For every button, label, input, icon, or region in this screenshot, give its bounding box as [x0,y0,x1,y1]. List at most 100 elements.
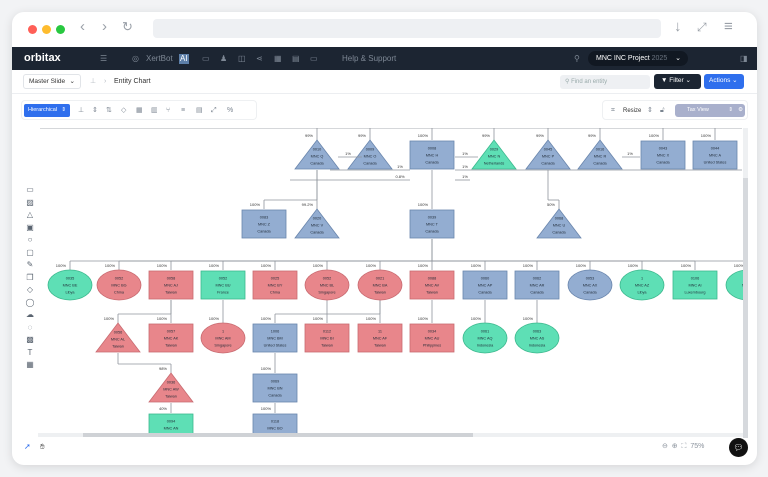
panel-toggle-icon[interactable]: ◨ [740,54,748,63]
spacing-icon[interactable]: ⇕ [92,107,98,114]
entity-code: 0063 [533,330,541,334]
diamond-tool-icon[interactable]: ◇ [26,285,34,294]
entity-node-ellipse [462,322,508,354]
entity-name: MNC BO [267,427,282,431]
zoom-in-icon[interactable]: ⊕ [671,443,678,450]
fullscreen-icon[interactable]: ⛶ [681,443,687,450]
ownership-percent: 100% [157,263,168,268]
breadcrumb-current: Entity Chart [114,78,151,85]
edit-tool-icon[interactable]: ✎ [26,260,34,269]
expand-icon[interactable]: ⤢ [697,20,707,34]
table-icon[interactable]: ▦ [136,107,143,114]
filter-button[interactable]: ▼ Filter ⌄ [654,74,701,89]
ownership-percent: 100% [261,316,272,321]
vertical-scrollbar[interactable] [743,128,748,438]
entity-node-rect [462,270,508,300]
resize-select[interactable]: Resize [623,108,642,114]
entity-node-rect [692,140,738,170]
entity-search-input[interactable]: ⚲ Find an entity [560,75,650,89]
monitor-icon[interactable]: ▭ [310,54,318,63]
menu-icon[interactable]: ≡ [724,18,733,35]
entity-country: Philippines [423,344,441,348]
chat-button[interactable]: 💬︎ [729,438,748,457]
maximize-window-button[interactable] [56,25,65,34]
grid-icon[interactable]: ▦ [274,54,282,63]
vertical-scroll-thumb[interactable] [743,178,748,438]
hand-tool-icon[interactable]: ✋︎ [40,442,45,451]
rectangle-tool-icon[interactable]: ▭ [26,185,34,194]
triangle-tool-icon[interactable]: △ [26,210,34,219]
minimize-window-button[interactable] [42,25,51,34]
org-chart-icon[interactable]: ⊥ [78,107,85,114]
ownership-percent: 100% [261,406,272,411]
list-icon[interactable]: ≡ [181,107,186,114]
stack-tool-icon[interactable]: ❐ [26,272,34,282]
chevron-icon: ⇕ [728,107,733,113]
entity-code: 0036 [167,381,175,385]
close-window-button[interactable] [28,25,37,34]
search-icon[interactable]: ⚲ [574,54,580,63]
users-icon[interactable]: ♟ [220,54,228,63]
zoom-out-icon[interactable]: ⊖ [662,443,668,450]
text-tool-icon[interactable]: T [27,347,33,357]
resize-arrows-icon: ⇕ [647,107,653,114]
xertbot-link[interactable]: XertBot [146,54,173,63]
expand-arrows-icon[interactable]: ⤢ [211,107,217,114]
entity-code: 0057 [167,330,175,334]
percent-toggle[interactable]: % [227,107,234,114]
photo-tool-icon[interactable]: ▩ [26,335,34,344]
lock-icon[interactable]: 🔓︎ [660,107,665,114]
layout-select[interactable]: Hierarchical ⇕ [24,104,70,117]
help-link[interactable]: Help & Support [342,54,397,63]
project-selector[interactable]: MNC INC Project 2025 ⌄ [588,51,688,66]
pointer-tool-icon[interactable]: ➚ [24,442,31,451]
slide-selector[interactable]: Master Slide⌄ [23,74,81,89]
columns-icon[interactable]: ▥ [151,107,158,114]
ownership-label: 1% [345,151,351,156]
view-select[interactable]: Tax View⇕⚙ [675,104,745,117]
settings-icon[interactable]: ⚙ [738,107,743,113]
share-icon[interactable]: ⋖ [256,54,263,63]
address-bar[interactable] [153,19,661,38]
top-nav: orbitax ☰ ◎ XertBot AI ▭ ♟ ◫ ⋖ ▦ ▤ ▭ Hel… [12,47,757,70]
fit-icon[interactable]: ⌗ [611,107,615,114]
layout-icon[interactable]: ▤ [196,107,203,114]
hamburger-icon[interactable]: ☰ [100,54,108,63]
entity-code: 0021 [376,277,384,281]
circle-tool-icon[interactable]: ◯ [25,297,35,307]
lasso-tool-icon[interactable]: ◌ [27,322,33,332]
picture-tool-icon[interactable]: ▣ [26,222,34,232]
table-tool-icon[interactable]: ▦ [26,360,34,369]
image-tool-icon[interactable]: ▨ [26,197,34,207]
tree-icon[interactable]: ⑂ [166,107,171,114]
sort-icon[interactable]: ⇅ [106,107,112,114]
tag-icon[interactable]: ◇ [121,107,127,114]
actions-button[interactable]: Actions ⌄ [704,74,744,89]
database-icon[interactable]: ◫ [238,54,246,63]
ownership-percent: 100% [366,316,377,321]
entity-code: 0052 [115,277,123,281]
ownership-label: 1% [627,151,633,156]
chevron-down-icon: ⌄ [69,78,75,85]
reload-icon[interactable]: ↻ [122,19,133,34]
square-tool-icon[interactable]: ▢ [26,247,34,257]
entity-name: MNC AU [425,337,440,341]
chevron-down-icon: ⌄ [675,55,682,62]
ownership-percent: 100% [261,263,272,268]
zoom-level[interactable]: 75% [690,443,705,450]
forward-icon[interactable]: › [102,18,107,35]
ownership-percent: 100% [209,316,220,321]
ellipse-tool-icon[interactable]: ○ [27,235,33,244]
download-icon[interactable]: ↓ [674,18,682,35]
cloud-tool-icon[interactable]: ☁ [26,310,34,319]
bot-icon[interactable]: ◎ [132,54,139,63]
id-card-icon[interactable]: ▤ [292,54,300,63]
back-icon[interactable]: ‹ [80,18,85,35]
entity-name: MNC BN [268,387,283,391]
horizontal-scrollbar[interactable] [38,433,743,437]
horizontal-scroll-thumb[interactable] [83,433,473,437]
entity-country: Libya [637,291,647,295]
chart-icon[interactable]: ▭ [202,54,210,63]
